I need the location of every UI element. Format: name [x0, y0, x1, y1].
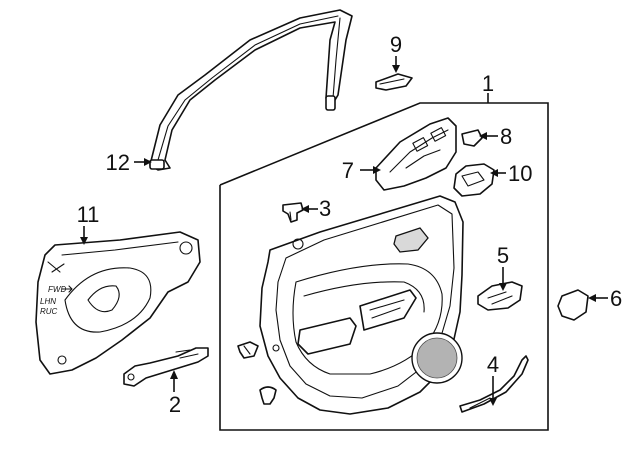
- part-7-switch-bezel: [375, 117, 457, 191]
- arrow-6: [588, 294, 596, 302]
- arrow-9: [392, 65, 400, 73]
- shield-text-ruc: RUC: [40, 307, 58, 316]
- shield-text-fwd: FWD: [48, 285, 66, 294]
- part-3-clip: [282, 202, 304, 223]
- callout-9: 9: [390, 32, 402, 57]
- callout-1: 1: [482, 71, 494, 96]
- part-10-switch: [453, 163, 495, 197]
- callout-11: 11: [77, 202, 100, 227]
- part-8-cap: [461, 129, 483, 147]
- arrow-11: [80, 237, 88, 245]
- arrow-5: [499, 283, 507, 291]
- part-12-weatherstrip: [149, 9, 353, 171]
- part-11-shield: FWD LHN RUC: [35, 231, 201, 375]
- callout-3: 3: [319, 196, 331, 221]
- assembly-box-outline: [219, 102, 549, 431]
- small-clip-left: [237, 341, 259, 359]
- arrow-10: [490, 169, 498, 177]
- part-6-cover: [557, 289, 589, 321]
- arrow-8: [479, 132, 487, 140]
- part-2-bracket: [123, 347, 209, 387]
- callout-4: 4: [487, 352, 499, 377]
- part-9-cap: [375, 73, 413, 91]
- callout-8: 8: [500, 124, 512, 149]
- arrow-3: [301, 205, 309, 213]
- shield-text-lhn: LHN: [40, 297, 56, 306]
- callout-12: 12: [106, 150, 130, 175]
- part-4-pull-handle: [459, 355, 529, 413]
- small-clip-bottom: [259, 386, 277, 405]
- callout-5: 5: [497, 243, 509, 268]
- arrow-4: [489, 398, 497, 406]
- arrow-12: [144, 158, 152, 166]
- arrow-2: [170, 370, 178, 379]
- part-5-handle-bracket: [477, 281, 523, 311]
- callout-2: 2: [169, 392, 181, 417]
- callout-6: 6: [610, 286, 622, 311]
- part-1-trim-panel: [259, 195, 464, 415]
- callout-7: 7: [342, 158, 354, 183]
- arrow-7: [373, 166, 381, 174]
- callout-10: 10: [508, 161, 532, 186]
